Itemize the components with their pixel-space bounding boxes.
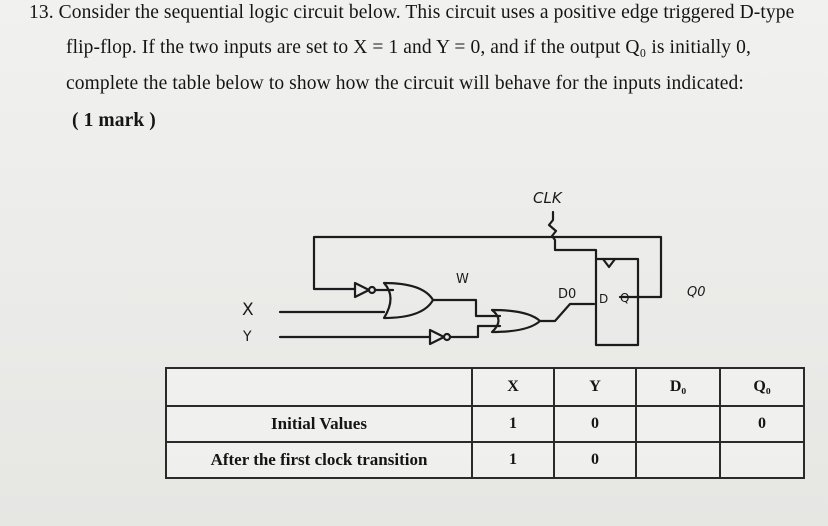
cell-x: 1: [471, 405, 555, 443]
cell-y: 0: [553, 441, 637, 479]
x-label: X: [242, 300, 254, 320]
cell-q0[interactable]: [719, 441, 805, 479]
d0-label: D0: [558, 287, 576, 302]
cell-d0[interactable]: [635, 441, 721, 479]
d-flip-flop: [594, 257, 640, 347]
gate-d0-icon: [490, 308, 542, 334]
d-pin-label: D: [599, 292, 608, 306]
feedback-wire: [312, 235, 663, 299]
cell-x: 1: [471, 441, 555, 479]
q-pin-label: Q: [620, 291, 629, 305]
inverter-2-icon: [428, 328, 446, 346]
gate-w-icon: [382, 281, 435, 320]
row-label: After the first clock transition: [165, 441, 473, 479]
clock-edge-icon: [601, 257, 617, 269]
question-line-2: flip-flop. If the two inputs are set to …: [66, 37, 751, 58]
marks-label: ( 1 mark ): [72, 110, 156, 131]
d0-wire: [538, 302, 596, 323]
clk-wire: [547, 210, 598, 261]
header-q0: Q₀: [719, 367, 805, 407]
cell-d0[interactable]: [635, 405, 721, 443]
inverter-1-icon: [353, 281, 371, 299]
header-d0: D₀: [635, 367, 721, 407]
w-wire: [431, 298, 502, 318]
question-line-1: 13. Consider the sequential logic circui…: [29, 2, 795, 23]
table-header-row: X Y D₀ Q₀: [165, 367, 805, 407]
question-line-3: complete the table below to show how the…: [66, 73, 744, 94]
header-blank: [165, 367, 473, 407]
row-label: Initial Values: [165, 405, 473, 443]
table-row: After the first clock transition 1 0: [165, 441, 805, 479]
header-x: X: [471, 367, 555, 407]
header-y: Y: [553, 367, 637, 407]
clk-label: CLK: [533, 189, 563, 207]
behaviour-table: X Y D₀ Q₀ Initial Values 1 0 0 After the…: [165, 367, 805, 479]
table-row: Initial Values 1 0 0: [165, 405, 805, 443]
q0-label: Q0: [687, 285, 706, 300]
cell-q0: 0: [719, 405, 805, 443]
y-label: Y: [242, 329, 252, 345]
w-label: W: [456, 272, 469, 287]
cell-y: 0: [553, 405, 637, 443]
